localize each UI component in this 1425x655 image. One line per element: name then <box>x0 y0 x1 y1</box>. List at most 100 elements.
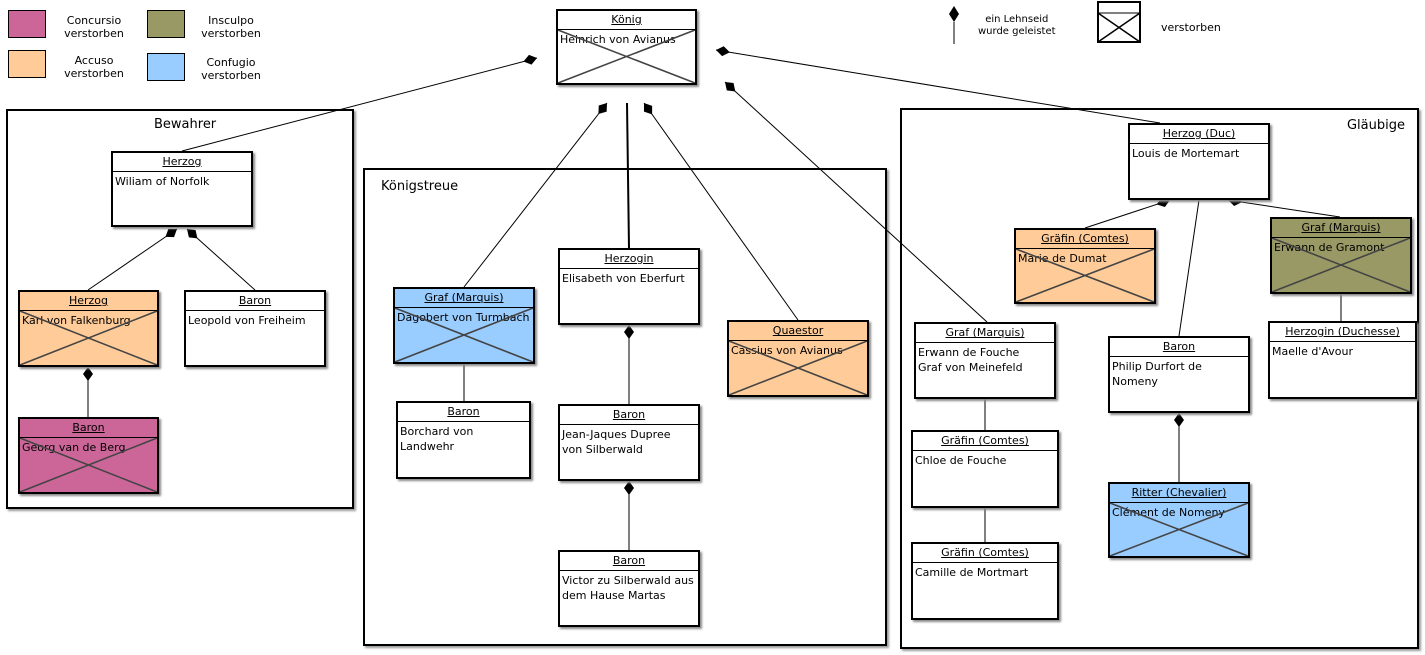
node-koenig[interactable]: König Heinrich von Avianus <box>556 9 697 85</box>
node-title: Herzog <box>113 153 251 172</box>
node-gramont[interactable]: Graf (Marquis) Erwann de Gramont <box>1270 217 1412 294</box>
node-title: Graf (Marquis) <box>916 324 1054 343</box>
node-title: Baron <box>398 403 529 422</box>
node-title: Baron <box>560 552 698 571</box>
link-koenig-mortemart <box>715 49 1161 124</box>
link-koenig-norfolk <box>181 57 538 152</box>
node-name: Elisabeth von Eberfurt <box>562 272 685 285</box>
deceased-cross <box>395 308 533 362</box>
node-freiheim[interactable]: Baron Leopold von Freiheim <box>184 290 326 367</box>
legend-label-concursio: Concursio verstorben <box>64 14 124 40</box>
node-name: Chloe de Fouche <box>915 454 1007 467</box>
node-chloe[interactable]: Gräfin (Comtes) Chloe de Fouche <box>911 430 1059 508</box>
link-koenig-eberfurt <box>626 102 630 249</box>
deceased-cross <box>20 311 157 365</box>
node-name: Maelle d'Avour <box>1272 345 1353 358</box>
deceased-cross <box>1272 238 1410 292</box>
node-title: Graf (Marquis) <box>395 289 533 308</box>
node-name: Louis de Mortemart <box>1132 147 1240 160</box>
node-title: Ritter (Chevalier) <box>1110 484 1248 503</box>
deceased-cross <box>1110 503 1248 556</box>
legend-label-oath: ein Lehnseid wurde geleistet <box>978 14 1056 37</box>
link-koenig-turmbach <box>463 102 608 288</box>
cross-line <box>1016 249 1154 302</box>
legend-label-accuso: Accuso verstorben <box>64 54 124 80</box>
node-title: Baron <box>1110 338 1248 357</box>
node-name: Wiliam of Norfolk <box>115 175 210 188</box>
node-martas[interactable]: Baron Victor zu Silberwald aus dem Hause… <box>558 550 700 627</box>
oath-diamond <box>716 46 730 57</box>
node-title: Herzog <box>20 292 157 311</box>
node-title: Herzogin (Duchesse) <box>1270 323 1415 342</box>
node-title: Herzog (Duc) <box>1130 125 1268 144</box>
node-name: Erwann de Fouche Graf von Meinefeld <box>918 346 1023 374</box>
deceased-cross <box>1016 249 1154 302</box>
node-cassius[interactable]: Quaestor Cassius von Avianus <box>727 320 869 397</box>
node-name: Jean-Jaques Dupree von Silberwald <box>562 428 671 456</box>
legend-label-deceased: verstorben <box>1161 21 1221 34</box>
legend-swatch-confugio <box>147 53 185 81</box>
node-name: Camille de Mortmart <box>915 566 1029 579</box>
legend-swatch-accuso <box>8 50 46 78</box>
node-title: Baron <box>186 292 324 311</box>
node-name: Leopold von Freiheim <box>188 314 306 327</box>
node-fouche[interactable]: Graf (Marquis) Erwann de Fouche Graf von… <box>914 322 1056 399</box>
cross-line <box>20 438 157 492</box>
link-norfolk-freiheim <box>186 228 256 291</box>
cross-line <box>558 30 695 83</box>
group-title-glaeubige: Gläubige <box>1346 118 1405 133</box>
node-name: Philip Durfort de Nomeny <box>1112 360 1202 388</box>
node-clement[interactable]: Ritter (Chevalier) Clément de Nomeny <box>1108 482 1250 558</box>
node-camille[interactable]: Gräfin (Comtes) Camille de Mortmart <box>911 542 1059 620</box>
node-name: Victor zu Silberwald aus dem Hause Marta… <box>562 574 694 602</box>
oath-diamond <box>643 103 653 115</box>
legend-label-insculpo: Insculpo verstorben <box>201 14 261 40</box>
node-avour[interactable]: Herzogin (Duchesse) Maelle d'Avour <box>1268 321 1417 399</box>
group-title-bewahrer: Bewahrer <box>154 117 217 132</box>
group-title-koenigstreue: Königstreue <box>381 179 459 194</box>
link-mortemart-gramont <box>1227 199 1341 218</box>
node-turmbach[interactable]: Graf (Marquis) Dagobert von Turmbach <box>393 287 535 364</box>
cross-line <box>1110 503 1248 556</box>
node-title: Gräfin (Comtes) <box>913 544 1057 563</box>
node-title: Baron <box>20 419 157 438</box>
node-name: Borchard von Landwehr <box>400 425 474 453</box>
node-silberwald[interactable]: Baron Jean-Jaques Dupree von Silberwald <box>558 404 700 481</box>
node-falkenburg[interactable]: Herzog Karl von Falkenburg <box>18 290 159 367</box>
oath-diamond <box>523 54 537 65</box>
deceased-cross <box>20 438 157 492</box>
legend-swatch-concursio <box>8 10 46 38</box>
oath-diamond <box>1174 413 1184 427</box>
node-title: Gräfin (Comtes) <box>913 432 1057 451</box>
node-title: Gräfin (Comtes) <box>1016 230 1154 249</box>
node-title: Graf (Marquis) <box>1272 219 1410 238</box>
deceased-cross <box>558 30 695 83</box>
node-name: Georg van de Berg <box>22 441 126 454</box>
oath-diamond <box>725 82 736 92</box>
node-mortemart[interactable]: Herzog (Duc) Louis de Mortemart <box>1128 123 1270 200</box>
link-koenig-fouche <box>724 81 988 323</box>
link-norfolk-falkenburg <box>87 228 178 291</box>
cross-line <box>20 311 157 365</box>
legend-deceased-icon <box>1097 1 1141 43</box>
oath-diamond <box>165 228 177 238</box>
oath-diamond <box>187 229 198 239</box>
legend-oath-icon <box>949 6 959 44</box>
node-landwehr[interactable]: Baron Borchard von Landwehr <box>396 401 531 479</box>
oath-diamond <box>624 325 634 339</box>
legend-swatch-insculpo <box>147 10 185 38</box>
node-norfolk[interactable]: Herzog Wiliam of Norfolk <box>111 151 253 227</box>
oath-diamond <box>83 367 93 381</box>
legend-label-confugio: Confugio verstorben <box>201 56 261 82</box>
node-eberfurt[interactable]: Herzogin Elisabeth von Eberfurt <box>558 248 700 325</box>
node-dumat[interactable]: Gräfin (Comtes) Marie de Dumat <box>1014 228 1156 304</box>
node-nomeny[interactable]: Baron Philip Durfort de Nomeny <box>1108 336 1250 413</box>
deceased-cross <box>729 341 867 395</box>
oath-diamond <box>598 103 607 115</box>
link-mortemart-dumat <box>1084 199 1171 229</box>
cross-line <box>1272 238 1410 292</box>
node-berg[interactable]: Baron Georg van de Berg <box>18 417 159 494</box>
cross-line <box>395 308 533 362</box>
node-title: Quaestor <box>729 322 867 341</box>
